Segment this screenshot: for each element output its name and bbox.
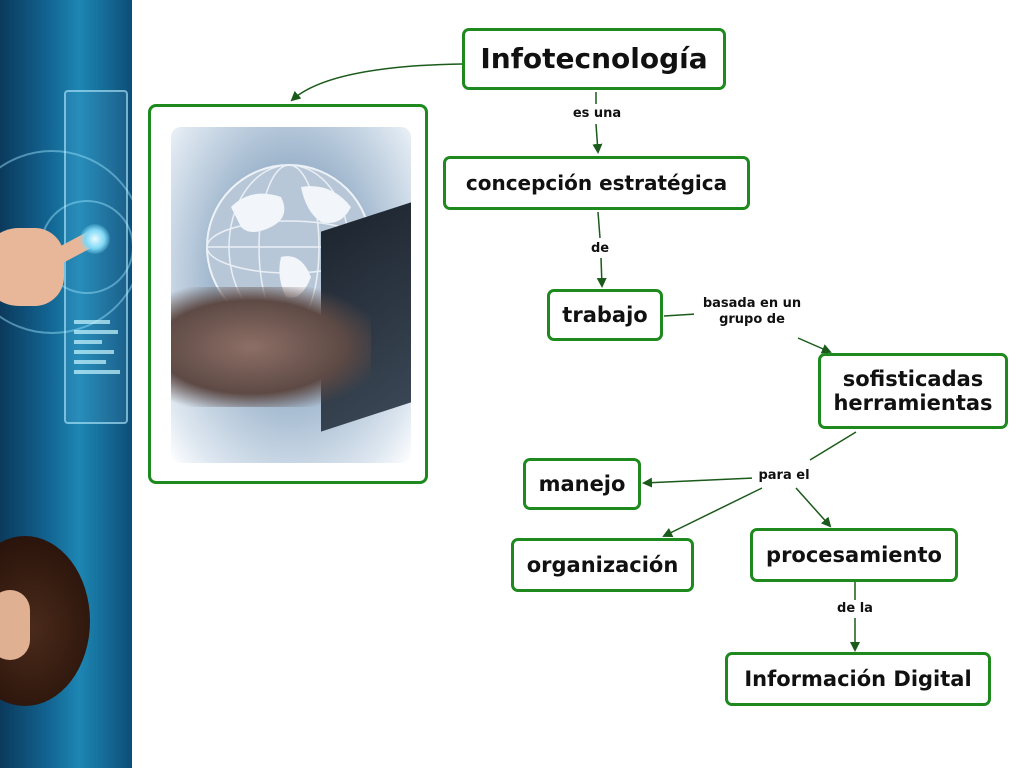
link-label-de: de bbox=[586, 241, 614, 257]
node-procesamiento: procesamiento bbox=[750, 528, 958, 582]
globe-laptop-photo bbox=[171, 127, 411, 463]
link-esuna-concepcion bbox=[592, 123, 603, 154]
node-informacion-label: Información Digital bbox=[744, 666, 972, 691]
touch-glow bbox=[80, 224, 110, 254]
node-manejo: manejo bbox=[523, 458, 641, 510]
link-concepcion-de bbox=[597, 211, 601, 239]
node-informacion-digital: Información Digital bbox=[725, 652, 991, 706]
link-label-es-una: es una bbox=[566, 106, 628, 122]
node-trabajo: trabajo bbox=[547, 289, 663, 341]
node-organizacion: organización bbox=[511, 538, 694, 592]
link-label-basada-en-un-grupo-de: basada en un grupo de bbox=[694, 296, 810, 328]
link-herramientas-parael bbox=[809, 431, 857, 461]
link-label-de-la: de la bbox=[830, 601, 880, 617]
node-sofisticadas-herramientas: sofisticadas herramientas bbox=[818, 353, 1008, 429]
hand-image bbox=[0, 228, 64, 306]
node-concepcion-label: concepción estratégica bbox=[465, 170, 728, 195]
typing-hands bbox=[171, 287, 371, 407]
node-infotecnologia-label: Infotecnología bbox=[480, 41, 708, 75]
link-parael-procesamiento bbox=[795, 487, 832, 528]
node-trabajo-label: trabajo bbox=[562, 302, 648, 327]
link-infotecnologia-photo bbox=[290, 63, 463, 102]
side-decorative-image bbox=[0, 0, 132, 768]
link-parael-manejo bbox=[642, 477, 755, 488]
node-herramientas-line1: sofisticadas bbox=[842, 366, 984, 391]
person-face-image bbox=[0, 590, 30, 660]
node-concepcion-estrategica: concepción estratégica bbox=[443, 156, 750, 210]
node-organizacion-label: organización bbox=[526, 552, 679, 577]
link-label-basada-line2: grupo de bbox=[719, 311, 785, 327]
node-manejo-label: manejo bbox=[538, 471, 626, 496]
node-herramientas-line2: herramientas bbox=[833, 391, 993, 415]
link-trabajo-basada bbox=[663, 313, 697, 317]
node-infotecnologia: Infotecnología bbox=[462, 28, 726, 90]
photo-frame bbox=[148, 104, 428, 484]
link-label-para-el: para el bbox=[752, 468, 816, 484]
link-de-trabajo bbox=[596, 257, 607, 288]
link-parael-organizacion bbox=[662, 487, 763, 537]
node-procesamiento-label: procesamiento bbox=[766, 542, 942, 567]
link-basada-herramientas bbox=[797, 337, 832, 354]
link-label-basada-line1: basada en un bbox=[702, 296, 802, 311]
